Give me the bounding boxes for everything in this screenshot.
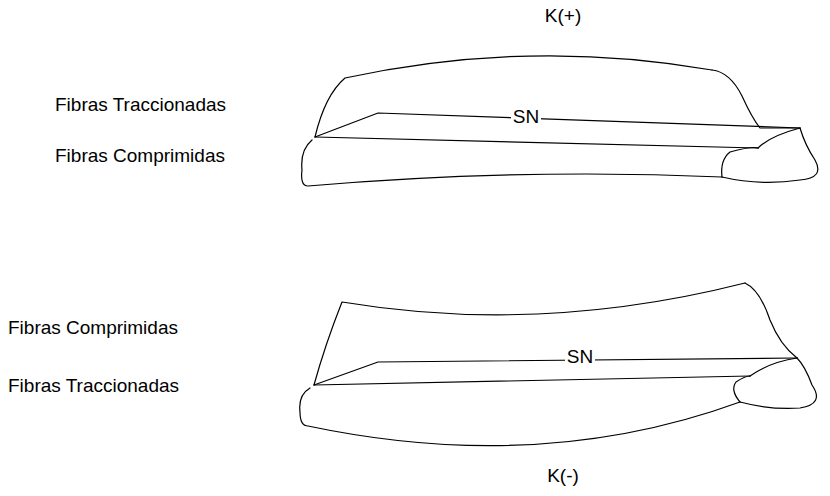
curvature-label: K(-)	[547, 466, 579, 487]
fiber-label: Fibras Traccionadas	[55, 95, 226, 116]
neutral-axis-label: SN	[511, 107, 541, 128]
fiber-label: Fibras Traccionadas	[8, 376, 179, 397]
fiber-label: Fibras Comprimidas	[8, 318, 178, 339]
curvature-label: K(+)	[545, 6, 581, 27]
beam-positive-curvature	[302, 56, 818, 186]
beam-negative-curvature	[300, 283, 817, 446]
neutral-axis-label: SN	[565, 347, 595, 368]
fiber-label: Fibras Comprimidas	[55, 146, 225, 167]
